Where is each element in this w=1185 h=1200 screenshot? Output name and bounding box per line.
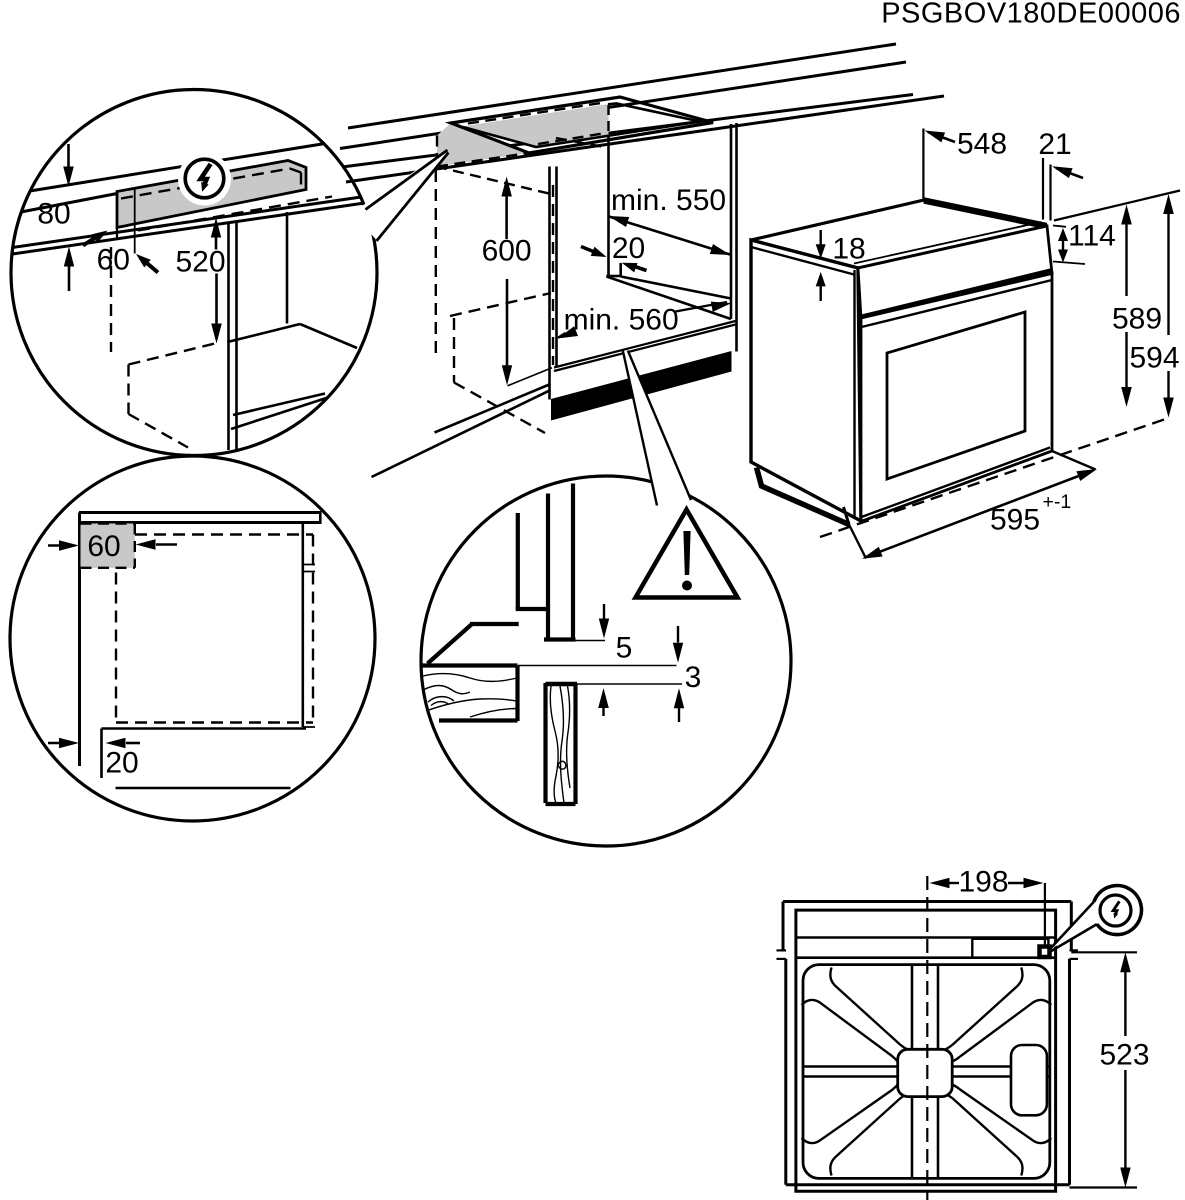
svg-text:600: 600 (482, 235, 532, 268)
svg-text:+-1: +-1 (1043, 491, 1072, 513)
svg-text:523: 523 (1099, 1039, 1149, 1072)
svg-text:20: 20 (105, 747, 138, 780)
svg-text:198: 198 (958, 866, 1008, 899)
svg-text:20: 20 (612, 232, 645, 265)
svg-text:594: 594 (1129, 342, 1179, 375)
svg-text:114: 114 (1068, 220, 1116, 253)
svg-text:5: 5 (616, 632, 633, 665)
svg-text:PSGBOV180DE00006: PSGBOV180DE00006 (881, 0, 1181, 29)
svg-text:18: 18 (832, 233, 865, 266)
svg-text:520: 520 (175, 246, 225, 279)
svg-text:60: 60 (87, 530, 120, 563)
svg-text:548: 548 (957, 128, 1007, 161)
svg-text:21: 21 (1038, 128, 1071, 161)
svg-text:min. 560: min. 560 (564, 304, 679, 337)
svg-text:60: 60 (97, 244, 130, 277)
svg-text:589: 589 (1112, 303, 1162, 336)
svg-text:3: 3 (685, 661, 702, 694)
svg-text:80: 80 (37, 198, 70, 231)
svg-text:min. 550: min. 550 (611, 184, 726, 217)
svg-text:595: 595 (990, 504, 1040, 537)
